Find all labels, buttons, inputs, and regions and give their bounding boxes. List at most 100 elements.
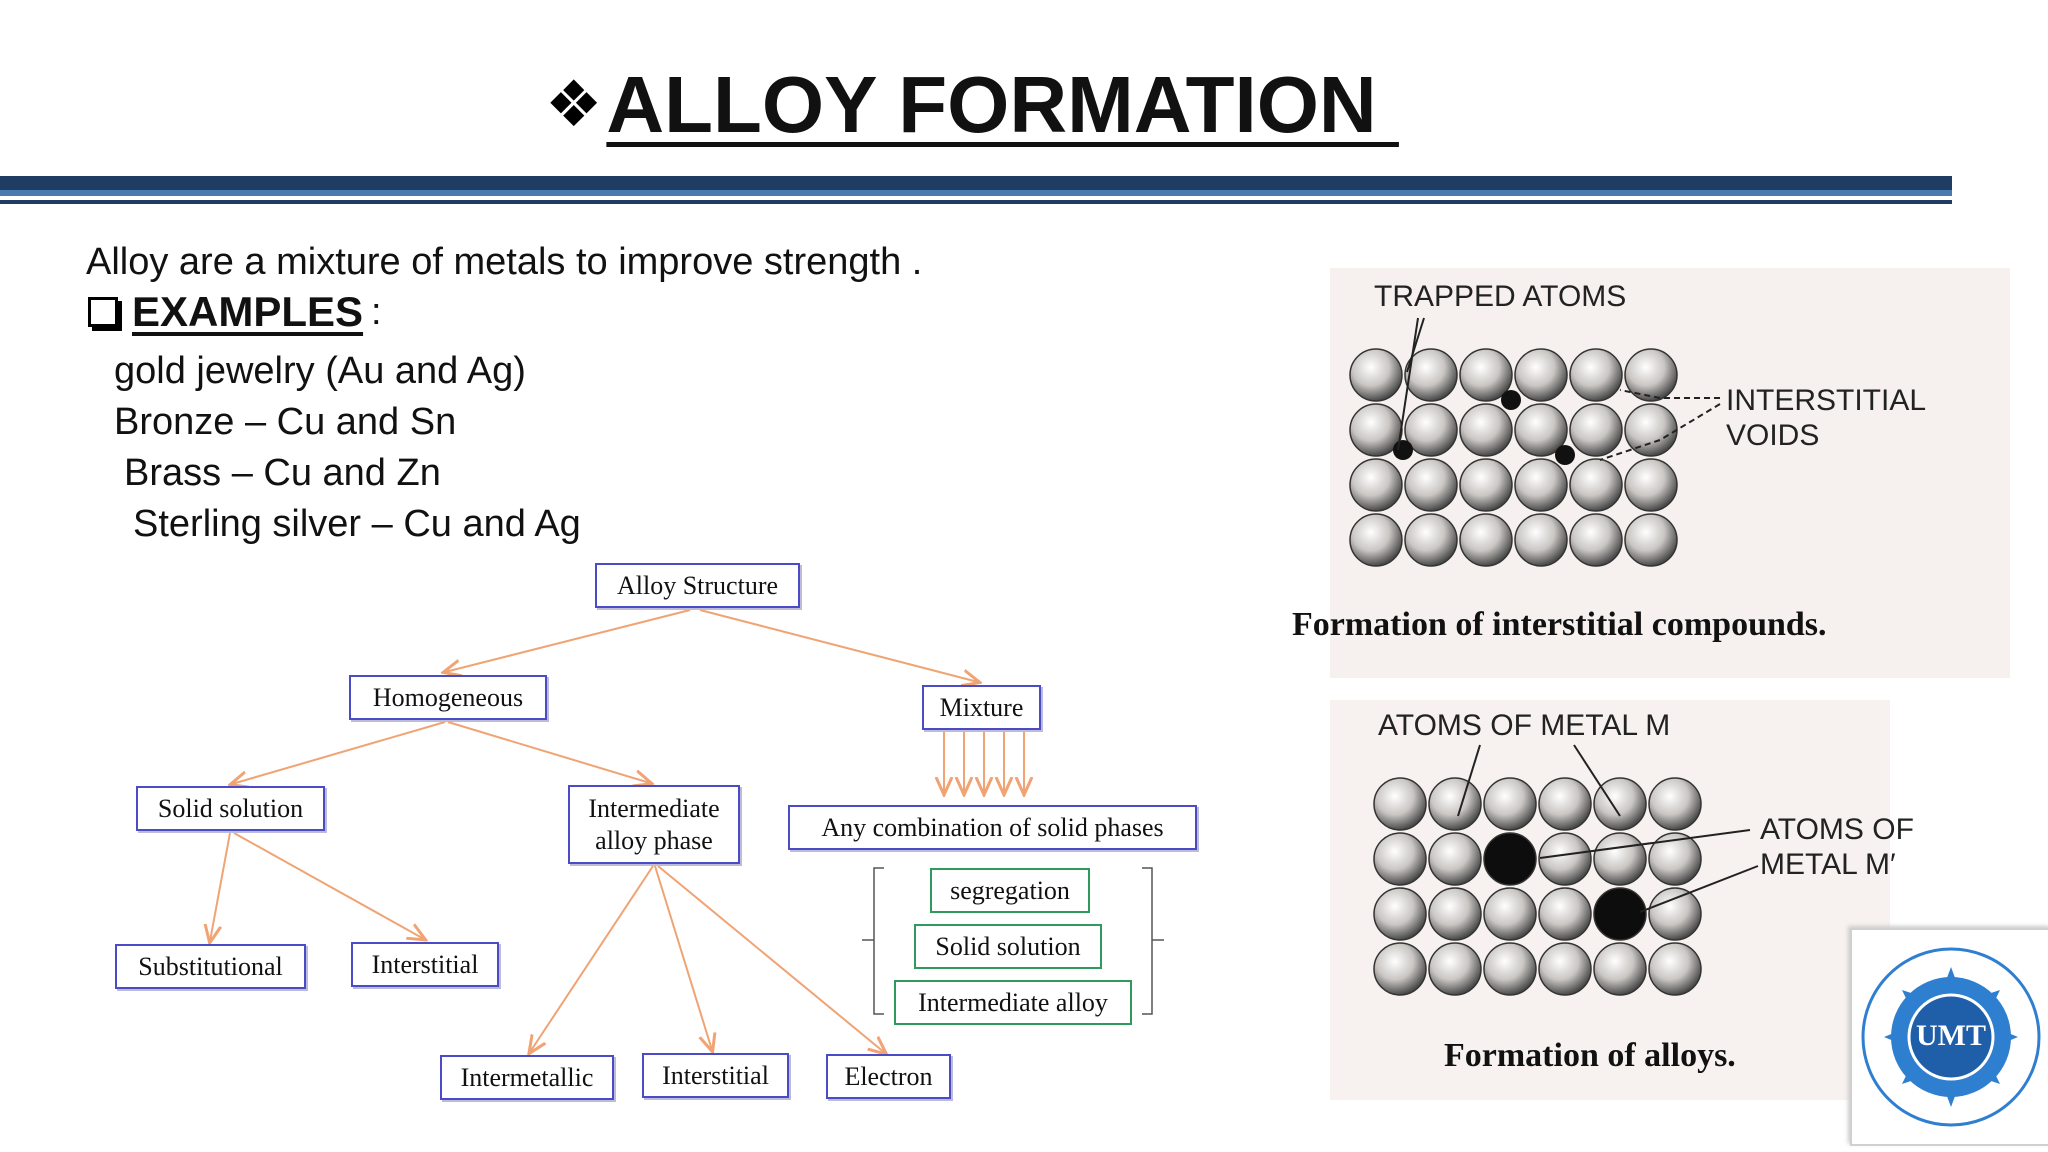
checkbox-bullet-icon bbox=[88, 297, 118, 327]
atom bbox=[1569, 513, 1623, 567]
atom bbox=[1514, 348, 1568, 402]
node-interstitial: Interstitial bbox=[351, 942, 499, 987]
pointer-metal-m2-1 bbox=[1539, 829, 1751, 859]
caption-interstitial: Formation of interstitial compounds. bbox=[1292, 606, 1827, 643]
node-mixture-solid-solution: Solid solution bbox=[914, 924, 1102, 969]
node-any-combination: Any combination of solid phases bbox=[788, 805, 1197, 850]
node-interstitial-2: Interstitial bbox=[642, 1053, 789, 1098]
atom bbox=[1404, 348, 1458, 402]
atom bbox=[1349, 458, 1403, 512]
pointer-metal-m2-2 bbox=[1639, 865, 1759, 913]
atom bbox=[1538, 887, 1592, 941]
atom bbox=[1514, 403, 1568, 457]
example-item: Sterling silver – Cu and Ag bbox=[133, 503, 581, 545]
atom bbox=[1569, 458, 1623, 512]
atom bbox=[1624, 513, 1678, 567]
atom bbox=[1373, 942, 1427, 996]
arrow-solid-interstitial bbox=[233, 832, 424, 939]
atom bbox=[1624, 403, 1678, 457]
node-homogeneous: Homogeneous bbox=[349, 675, 547, 720]
label-interstitial-voids-1: INTERSTITIAL bbox=[1726, 384, 1927, 417]
atom bbox=[1648, 777, 1702, 831]
pointer-voids-2 bbox=[1599, 403, 1721, 461]
arrow-root-mixture bbox=[699, 609, 978, 682]
label-atoms-metal-m2-1: ATOMS OF bbox=[1760, 813, 1914, 846]
atom bbox=[1428, 777, 1482, 831]
atom bbox=[1349, 348, 1403, 402]
pointer-trapped-2 bbox=[1406, 317, 1425, 373]
atom bbox=[1404, 513, 1458, 567]
label-atoms-metal-m2-2: METAL M′ bbox=[1760, 848, 1896, 881]
node-electron: Electron bbox=[826, 1054, 951, 1099]
atom bbox=[1593, 777, 1647, 831]
header-rule-thin bbox=[0, 200, 1952, 204]
atom bbox=[1569, 403, 1623, 457]
node-alloy-structure: Alloy Structure bbox=[595, 563, 800, 608]
atom bbox=[1624, 458, 1678, 512]
examples-label: EXAMPLES bbox=[132, 288, 364, 335]
atom bbox=[1648, 942, 1702, 996]
arrow-homog-intermediate bbox=[447, 721, 650, 783]
atom bbox=[1404, 458, 1458, 512]
pointer-voids-1 bbox=[1619, 389, 1720, 399]
diamond-bullet-icon: ❖ bbox=[545, 68, 603, 142]
atom bbox=[1459, 403, 1513, 457]
examples-heading: EXAMPLES : bbox=[88, 288, 382, 336]
atom bbox=[1569, 348, 1623, 402]
atom bbox=[1459, 458, 1513, 512]
arrow-inter-electron bbox=[657, 865, 885, 1053]
pointer-metal-2 bbox=[1573, 744, 1621, 817]
logo-seal-icon bbox=[1861, 947, 2041, 1127]
atom bbox=[1349, 513, 1403, 567]
title-text: ALLOY FORMATION bbox=[606, 60, 1399, 149]
header-rule-dark bbox=[0, 176, 1952, 190]
university-logo: UMT bbox=[1850, 928, 2048, 1146]
node-substitutional: Substitutional bbox=[115, 944, 306, 989]
atom bbox=[1483, 777, 1537, 831]
example-item: Bronze – Cu and Sn bbox=[114, 401, 457, 443]
atom bbox=[1538, 942, 1592, 996]
node-solid-solution: Solid solution bbox=[136, 786, 325, 831]
atom bbox=[1428, 887, 1482, 941]
top-atom-grid bbox=[1349, 348, 1678, 567]
examples-colon: : bbox=[371, 290, 382, 333]
label-interstitial-voids-2: VOIDS bbox=[1726, 419, 1820, 452]
logo-center-text: UMT bbox=[1916, 1019, 1986, 1052]
atom bbox=[1459, 348, 1513, 402]
atom bbox=[1483, 942, 1537, 996]
atom bbox=[1404, 403, 1458, 457]
page-title: ❖ ALLOY FORMATION bbox=[545, 60, 1399, 150]
arrow-root-homogeneous bbox=[445, 609, 691, 672]
atom bbox=[1514, 513, 1568, 567]
group-bracket bbox=[862, 867, 1164, 1015]
node-intermediate-phase: Intermediate alloy phase bbox=[568, 785, 740, 864]
foreign-atom bbox=[1593, 887, 1647, 941]
atom bbox=[1593, 942, 1647, 996]
label-trapped-atoms: TRAPPED ATOMS bbox=[1374, 280, 1627, 313]
intermediate-line-1: Intermediate bbox=[588, 793, 720, 823]
atom bbox=[1373, 887, 1427, 941]
trapped-atom bbox=[1555, 445, 1575, 465]
atom bbox=[1483, 887, 1537, 941]
pointer-metal-1 bbox=[1457, 744, 1481, 817]
bottom-atom-grid bbox=[1373, 777, 1702, 996]
atom bbox=[1593, 832, 1647, 886]
atom bbox=[1428, 942, 1482, 996]
arrow-homog-solid bbox=[232, 721, 446, 784]
arrow-inter-interstitial bbox=[654, 865, 712, 1050]
node-mixture: Mixture bbox=[922, 685, 1041, 730]
atom bbox=[1459, 513, 1513, 567]
node-intermetallic: Intermetallic bbox=[440, 1055, 614, 1100]
example-item: gold jewelry (Au and Ag) bbox=[114, 350, 526, 392]
label-atoms-metal-m: ATOMS OF METAL M bbox=[1378, 709, 1671, 742]
intermediate-line-2: alloy phase bbox=[595, 825, 713, 855]
atom bbox=[1624, 348, 1678, 402]
trapped-atom bbox=[1393, 440, 1413, 460]
atom bbox=[1538, 777, 1592, 831]
trapped-atom bbox=[1501, 390, 1521, 410]
atom bbox=[1648, 832, 1702, 886]
header-rule-light bbox=[0, 190, 1952, 196]
node-intermediate-alloy: Intermediate alloy bbox=[894, 980, 1132, 1025]
